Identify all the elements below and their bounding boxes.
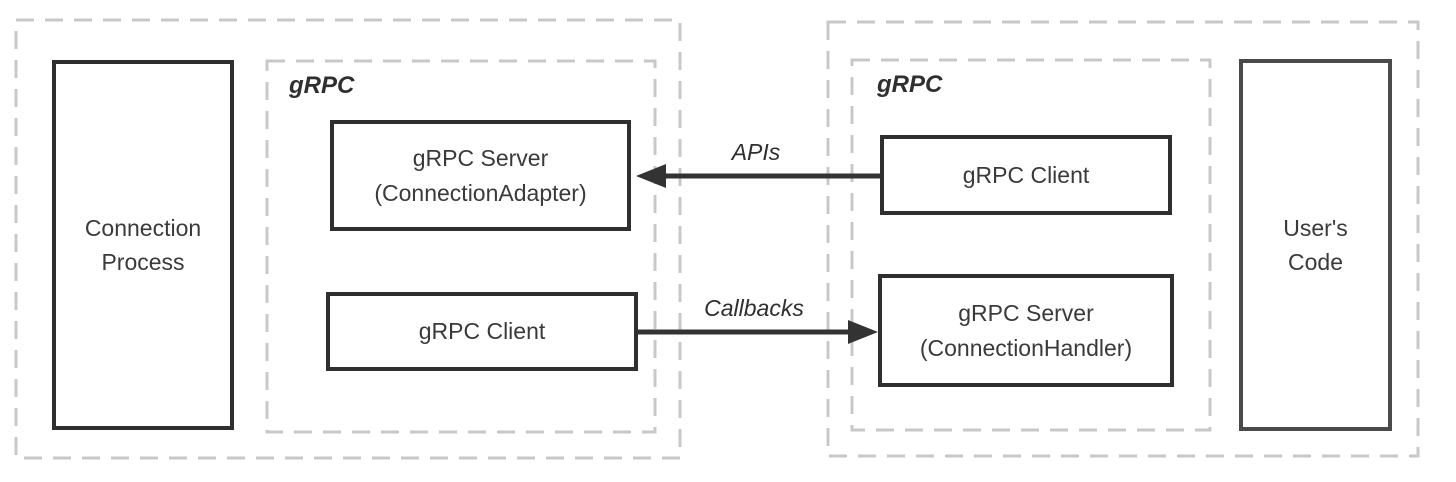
right-process-boundary: [826, 20, 1420, 458]
apis-arrowhead-left-icon: [636, 164, 666, 188]
grpc-client-box-left: gRPC Client: [326, 292, 638, 371]
users-code-box: User's Code: [1239, 59, 1392, 431]
grpc-server-connection-handler-box: gRPC Server (ConnectionHandler): [878, 274, 1174, 387]
apis-arrow-label: APIs: [731, 139, 781, 165]
connection-process-box: Connection Process: [52, 60, 234, 430]
left-grpc-boundary: [265, 59, 657, 434]
grpc-client-box-right: gRPC Client: [880, 135, 1172, 215]
right-grpc-boundary: [850, 58, 1212, 432]
right-grpc-container-label: gRPC: [877, 71, 943, 98]
left-process-boundary: [14, 18, 682, 460]
grpc-server-connection-adapter-box: gRPC Server (ConnectionAdapter): [330, 120, 631, 231]
left-grpc-container-label: gRPC: [289, 72, 355, 99]
callbacks-arrow-label: Callbacks: [704, 295, 804, 321]
callbacks-arrowhead-right-icon: [848, 320, 878, 344]
